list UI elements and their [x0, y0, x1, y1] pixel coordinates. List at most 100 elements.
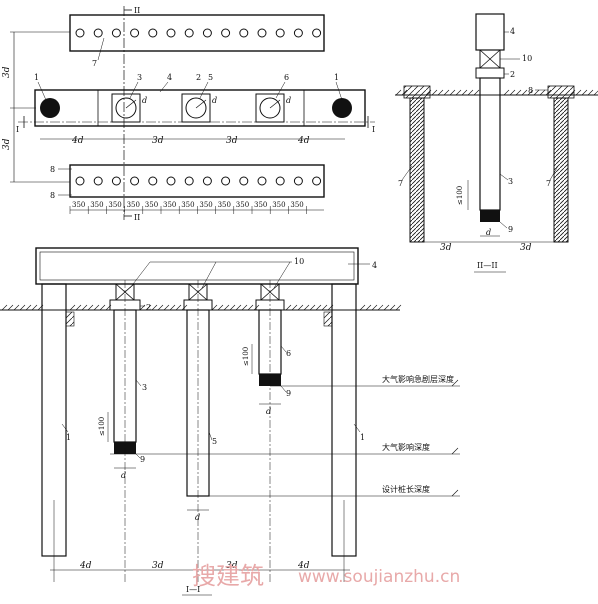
sec1-callout-9-A: 9	[140, 455, 145, 464]
bolt-hole	[130, 176, 140, 186]
sec2-callout-3: 3	[508, 177, 513, 186]
sec1-callout-10: 10	[294, 257, 304, 266]
grid-dim-350: 350	[218, 201, 231, 209]
plan-callout-3: 3	[137, 73, 142, 82]
dim-plan-3d-lower: 3d	[2, 138, 12, 150]
section-II-view: 4 10 2 8 3 7 7 9 ≤100 d 3d 3d II—II	[395, 13, 598, 273]
sec1-diam-d-A: d	[121, 471, 126, 480]
bolt-hole	[239, 176, 249, 186]
grid-dim-350: 350	[254, 201, 267, 209]
sec1-main-beam	[35, 247, 359, 285]
sec2-ground-surface	[395, 89, 598, 96]
bolt-hole	[257, 28, 267, 38]
plan-diam-d-middle: d	[212, 96, 217, 105]
grid-dim-350: 350	[90, 201, 103, 209]
sec2-pile-cap	[475, 67, 505, 79]
plan-main-beam	[34, 89, 366, 127]
sec2-dim-3d-left: 3d	[440, 243, 452, 253]
dim-plan-3d-a: 3d	[152, 136, 164, 146]
bolt-hole	[202, 176, 212, 186]
sec2-callout-7-left: 7	[398, 179, 403, 188]
dim-plan-4d-left: 4d	[71, 136, 84, 146]
sec1-callout-9-C: 9	[286, 389, 291, 398]
section-I-view: 大气影响急剧层深度 大气影响深度 设计桩长深度 4 10 2 3 6 5 1 1…	[0, 247, 460, 596]
plan-callout-1-right: 1	[334, 73, 339, 82]
plan-callout-7: 7	[92, 59, 97, 68]
sec1-callout-1-left: 1	[66, 433, 71, 442]
sec2-dim-3d-right: 3d	[520, 243, 532, 253]
plan-callout-8-lower: 8	[50, 191, 55, 200]
grid-dim-350: 350	[199, 201, 212, 209]
plan-bottom-anchor-beam	[69, 164, 325, 198]
section-mark-II-bottom: II	[134, 213, 140, 222]
grid-dim-350: 350	[127, 201, 140, 209]
plan-top-bolts	[75, 28, 322, 38]
plan-callout-1-left: 1	[34, 73, 39, 82]
sec1-callout-3: 3	[142, 383, 147, 392]
sec2-callout-7-right: 7	[546, 179, 551, 188]
sec1-le100-A: ≤100	[98, 417, 106, 436]
plan-test-pile-right	[255, 93, 285, 123]
plan-callout-5: 5	[208, 73, 213, 82]
bolt-hole	[275, 28, 285, 38]
section-mark-I-left: I	[16, 125, 19, 134]
sec2-beam-right	[547, 85, 575, 99]
depth-label-design: 设计桩长深度	[382, 484, 430, 494]
sec1-callout-5: 5	[212, 437, 217, 446]
bolt-hole	[111, 176, 121, 186]
bolt-hole	[293, 176, 303, 186]
sec2-title: II—II	[477, 261, 498, 270]
grid-dim-350: 350	[290, 201, 303, 209]
watermark-chinese: 搜建筑	[192, 562, 264, 590]
bolt-hole	[93, 28, 103, 38]
depth-label-influence: 大气影响深度	[382, 442, 430, 452]
bolt-hole	[184, 28, 194, 38]
section-mark-I-right: I	[372, 125, 375, 134]
bolt-hole	[148, 176, 158, 186]
sec2-callout-10: 10	[522, 54, 532, 63]
bolt-hole	[239, 28, 249, 38]
bolt-hole	[166, 28, 176, 38]
plan-top-anchor-beam	[69, 14, 325, 52]
plan-diam-d-right: d	[286, 96, 291, 105]
dim-plan-3d-b: 3d	[226, 136, 238, 146]
sec1-diam-d-C: d	[266, 407, 271, 416]
sec2-pile-bottom	[480, 210, 500, 222]
plan-main-beam-inner	[97, 89, 305, 127]
plan-anchor-pile-right	[332, 98, 352, 118]
sec2-anchor-pile-right	[553, 97, 569, 243]
plan-callout-6: 6	[284, 73, 289, 82]
grid-dim-350: 350	[272, 201, 285, 209]
plan-test-pile-middle	[181, 93, 211, 123]
sec1-dim-3d-b: 3d	[226, 561, 238, 571]
grid-dim-350: 350	[145, 201, 158, 209]
sec2-anchor-pile-left	[409, 97, 425, 243]
plan-diam-d-left: d	[142, 96, 147, 105]
sec2-callout-2: 2	[510, 70, 515, 79]
sec2-beam-left	[403, 85, 431, 99]
grid-dim-350: 350	[236, 201, 249, 209]
bolt-hole	[312, 176, 322, 186]
sec2-callout-9: 9	[508, 225, 513, 234]
sec1-ground-surface	[1, 304, 402, 311]
sec1-callout-4: 4	[372, 261, 377, 270]
sec1-dim-3d-a: 3d	[152, 561, 164, 571]
plan-anchor-pile-left	[40, 98, 60, 118]
sec1-callout-6: 6	[286, 349, 291, 358]
plan-callout-2: 2	[196, 73, 201, 82]
bolt-hole	[75, 28, 85, 38]
bolt-hole	[184, 176, 194, 186]
sec1-callout-2: 2	[146, 303, 151, 312]
depth-label-rapid: 大气影响急剧层深度	[382, 374, 454, 384]
grid-dim-350: 350	[72, 201, 85, 209]
sec2-jack	[475, 13, 505, 51]
bolt-hole	[75, 176, 85, 186]
bolt-hole	[312, 28, 322, 38]
bolt-hole	[130, 28, 140, 38]
sec1-title: I—I	[186, 585, 200, 594]
plan-callout-4: 4	[167, 73, 172, 82]
dim-plan-4d-right: 4d	[297, 136, 310, 146]
